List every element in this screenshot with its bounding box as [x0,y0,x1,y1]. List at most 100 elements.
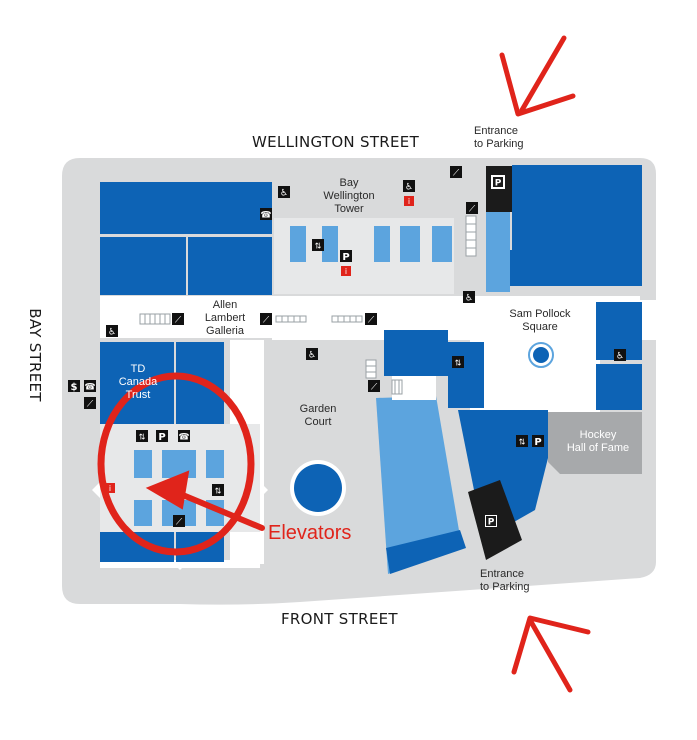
elevators-arrow [145,470,265,531]
svg-text:P: P [158,432,165,443]
wheelchair-icon: ♿ [106,325,118,338]
entrance-north-label: Entrance to Parking [474,125,524,151]
tower-label: Bay Wellington Tower [314,177,384,216]
svg-text:P: P [495,179,502,189]
td-elevator-4 [134,500,152,526]
info-icon: i [341,266,351,276]
arrow-south-entrance [511,615,591,693]
escalator-icon: ⟋ [368,380,380,393]
stairs-galleria-west [139,313,171,325]
td-elevator-3 [206,450,224,478]
wheelchair-icon: ♿ [278,186,290,199]
tower-pillar-2 [322,226,338,262]
court-label: Garden Court [288,403,348,429]
elevator-icon: ⇅ [136,430,148,442]
svg-text:P: P [342,252,349,263]
tower-pillar-3 [374,226,390,262]
elevator-icon: ⇅ [212,484,224,496]
hockey-hall [548,412,642,474]
parking-icon: P [491,175,505,189]
elevator-icon: ⇅ [312,239,324,251]
elevator-icon: ⇅ [452,356,464,368]
galleria-label: Allen Lambert Galleria [196,299,254,338]
block-nw-1 [100,182,272,234]
svg-text:⟋: ⟋ [469,205,476,215]
td-line-3: Trust [125,389,151,401]
parking-icon: P [340,250,352,263]
escalator-icon: ⟋ [260,313,272,326]
svg-text:⟋: ⟋ [175,316,182,326]
wheelchair-icon: ♿ [463,291,475,304]
wheelchair-icon: ♿ [614,349,626,362]
corridor-square [455,300,600,412]
svg-text:♿: ♿ [616,352,624,362]
block-garden-dark [386,530,466,574]
tower-pillar-5 [432,226,452,262]
entrance-north-line-1: Entrance [474,125,519,137]
entrance-north-line-2: to Parking [474,138,524,150]
info-icon: i [105,483,115,493]
fountain [294,464,342,512]
galleria-line-2: Lambert [204,312,246,324]
block-garden-light [376,396,462,574]
svg-text:⟋: ⟋ [371,383,378,393]
td-line-2: Canada [118,376,158,388]
street-west: BAY STREET [25,308,44,402]
street-north: WELLINGTON STREET [252,133,420,151]
court-line-1: Garden [299,403,337,415]
td-notch-east [260,482,268,498]
block-center-1 [384,330,448,376]
entrance-south-line-2: to Parking [480,581,530,593]
td-block-1 [100,342,174,424]
svg-text:⟋: ⟋ [87,400,94,410]
tower-pillar-4 [400,226,420,262]
svg-text:P: P [488,518,495,528]
wheelchair-icon: ♿ [403,180,415,193]
tower-line-3: Tower [334,203,364,215]
block-ne [505,165,642,286]
svg-text:i: i [109,484,111,493]
hockey-line-1: Hockey [579,429,617,441]
svg-text:$: $ [71,382,78,393]
stairs-galleria-center [275,315,307,323]
square-fountain [533,347,549,363]
escalator-icon: ⟋ [450,166,462,179]
svg-text:⇅: ⇅ [215,487,222,496]
tower-pillar-1 [290,226,306,262]
svg-text:☎: ☎ [260,211,271,221]
info-icon: i [404,196,414,206]
stairs-galleria-east [331,315,363,323]
svg-text:☎: ☎ [178,433,189,443]
td-elevator-1 [134,450,152,478]
td-notch-south [172,562,188,570]
galleria-line-1: Allen [212,299,238,311]
td-label: TD Canada Trust [108,363,168,402]
svg-text:♿: ♿ [405,183,413,193]
entrance-south-line-1: Entrance [480,568,525,580]
block-center-2 [448,342,484,408]
tower-line-1: Bay [339,177,359,189]
money-icon: $ [68,380,80,393]
escalator-icon: ⟋ [172,313,184,326]
td-line-1: TD [130,363,146,375]
svg-text:⟋: ⟋ [453,169,460,179]
galleria-line-3: Galleria [206,325,244,337]
svg-text:♿: ♿ [308,351,316,361]
hockey-line-2: Hall of Fame [566,442,630,454]
stairs-north [465,215,477,257]
svg-text:♿: ♿ [465,294,473,304]
phone-icon: ☎ [260,208,272,221]
svg-text:i: i [345,267,347,276]
block-ne-light [486,212,510,292]
svg-text:⇅: ⇅ [315,242,322,251]
phone-icon: ☎ [84,380,96,393]
svg-text:P: P [534,437,541,448]
elevators-highlight-circle [97,372,255,556]
td-elevator-2 [162,450,196,478]
parking-icon: P [156,430,168,443]
street-south: FRONT STREET [281,610,398,628]
square-line-1: Sam Pollock [509,308,571,320]
svg-text:⇅: ⇅ [139,433,146,442]
wheelchair-icon: ♿ [306,348,318,361]
escalator-icon: ⟋ [466,202,478,215]
